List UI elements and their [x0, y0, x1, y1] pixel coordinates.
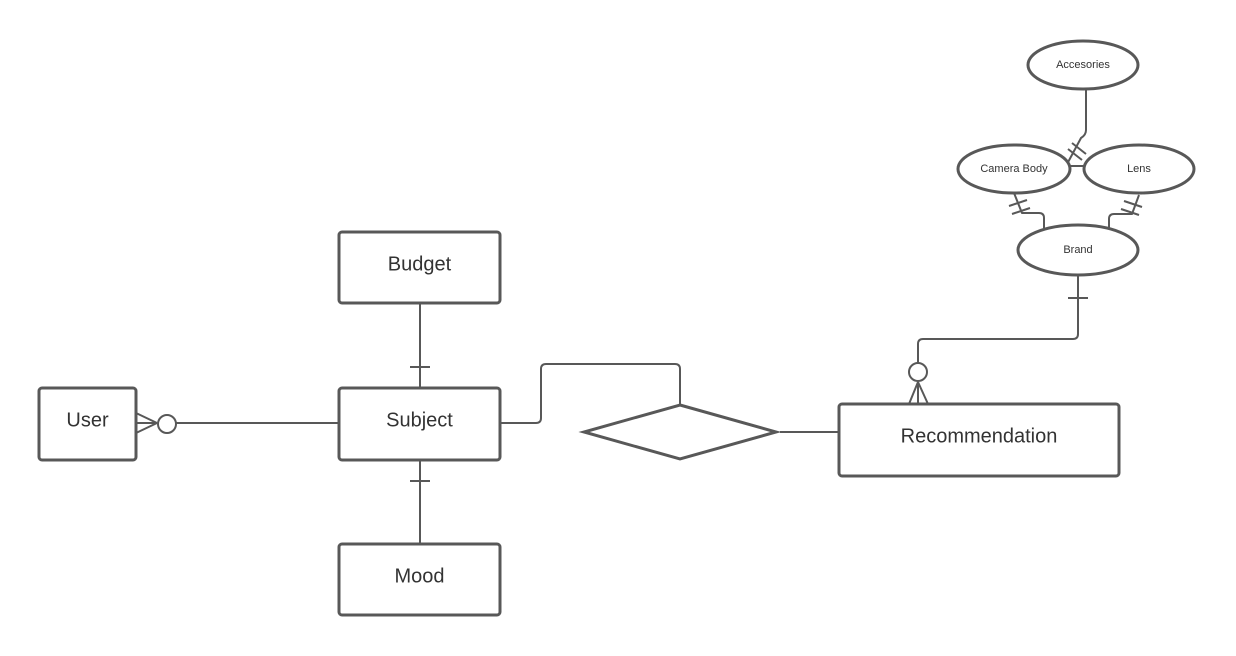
edge-subject-mood[interactable]	[410, 460, 430, 544]
attribute-accessories[interactable]: Accesories	[1026, 39, 1140, 91]
attribute-brand[interactable]: Brand	[1016, 223, 1140, 277]
edge-user-subject[interactable]	[135, 412, 339, 434]
edge-subject-relationship[interactable]	[500, 363, 681, 424]
attribute-brand-label: Brand	[1063, 244, 1092, 256]
edge-accessories-junction[interactable]	[1065, 89, 1087, 167]
attribute-lens-label: Lens	[1127, 163, 1151, 175]
entity-budget[interactable]: Budget	[337, 230, 502, 305]
attribute-camera-body[interactable]: Camera Body	[956, 143, 1072, 195]
entity-budget-label: Budget	[388, 253, 452, 275]
relationship-diamond[interactable]	[578, 403, 782, 461]
attribute-accessories-label: Accesories	[1056, 59, 1110, 71]
entity-recommendation-label: Recommendation	[901, 425, 1058, 447]
attribute-lens[interactable]: Lens	[1082, 143, 1196, 195]
edge-brand-camera-body[interactable]	[1008, 192, 1045, 228]
edge-brand-lens[interactable]	[1108, 194, 1143, 230]
entity-user-label: User	[66, 409, 109, 431]
entity-recommendation[interactable]: Recommendation	[837, 402, 1121, 478]
edge-recommendation-brand[interactable]	[908, 276, 1088, 405]
entity-subject-label: Subject	[386, 409, 453, 431]
entity-subject[interactable]: Subject	[337, 386, 502, 462]
edge-budget-subject[interactable]	[410, 303, 430, 388]
entity-user[interactable]: User	[37, 386, 138, 462]
entity-mood[interactable]: Mood	[337, 542, 502, 617]
attribute-camera-body-label: Camera Body	[980, 163, 1048, 175]
entity-mood-label: Mood	[394, 565, 444, 587]
